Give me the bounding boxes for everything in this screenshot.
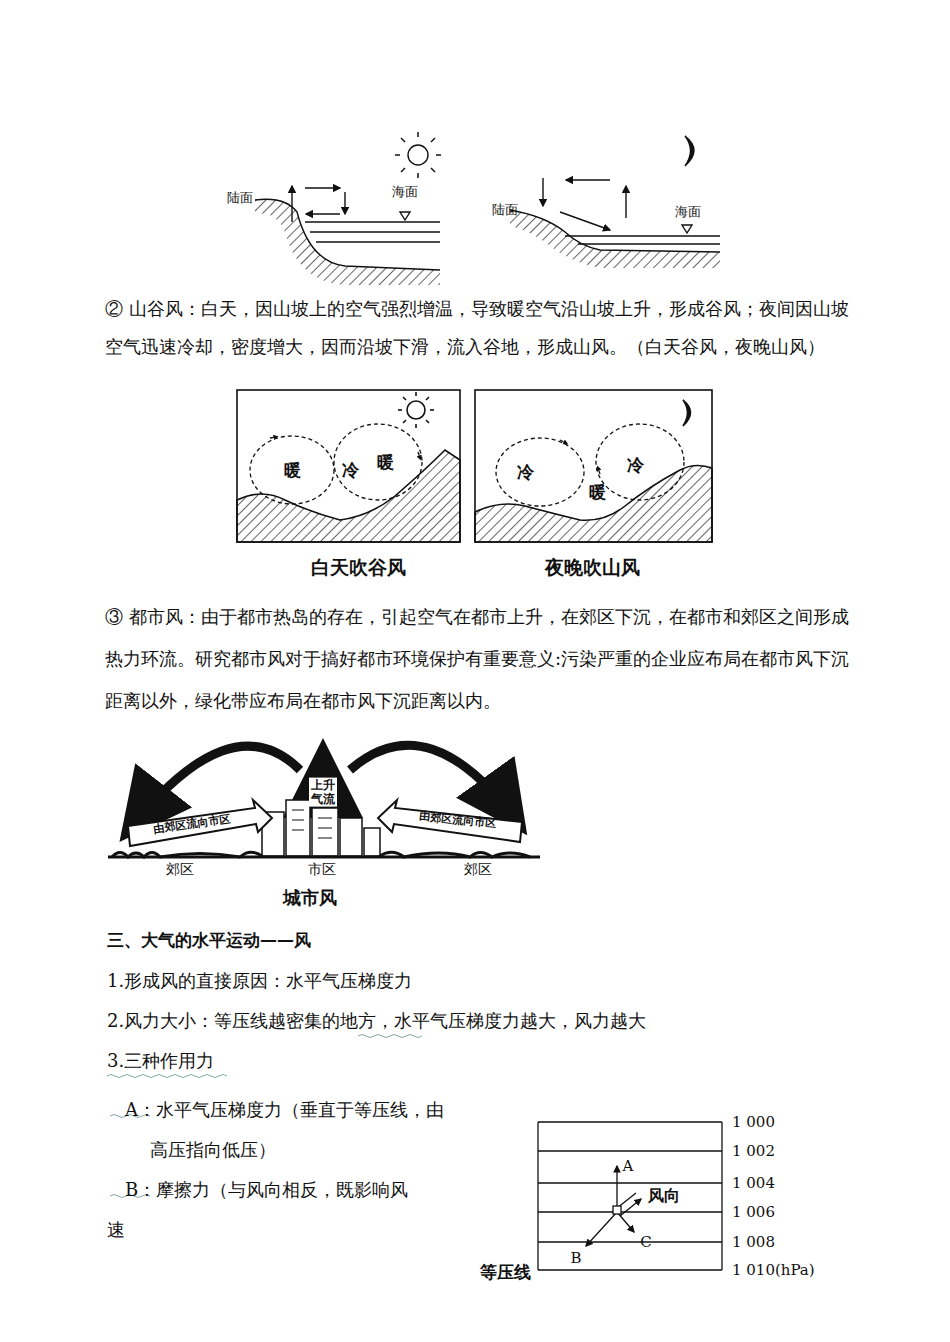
- sea-label: 海面: [675, 204, 701, 220]
- isobar-value: 1 000: [732, 1113, 775, 1131]
- updraft-label: 上升气流: [309, 778, 337, 807]
- isobar-caption: 等压线: [480, 1262, 531, 1282]
- force-label: C: [640, 1233, 651, 1251]
- valley-wind-panel: [237, 390, 460, 542]
- land-label: 陆面: [227, 190, 253, 206]
- air-label: 暖: [284, 460, 301, 480]
- isobar-value: 1 006: [732, 1203, 775, 1221]
- sea-breeze-day: [255, 132, 441, 285]
- figure-caption: 白天吹谷风: [311, 556, 406, 579]
- figure-caption: 夜晚吹山风: [545, 556, 640, 579]
- air-label: 冷: [627, 455, 644, 475]
- isobar-value: 1 010(hPa): [732, 1261, 815, 1279]
- isobar-figure: [538, 1122, 722, 1270]
- city-wind-figure: [108, 745, 540, 857]
- section-heading: 三、大气的水平运动——风: [107, 930, 311, 950]
- isobar-value: 1 008: [732, 1233, 775, 1251]
- text-line: 2.风力大小：等压线越密集的地方，水平气压梯度力越大，风力越大: [107, 1010, 646, 1032]
- air-label: 暖: [377, 452, 394, 472]
- text-line: B：摩擦力（与风向相反，既影响风速: [107, 1170, 412, 1250]
- text-line: 1.形成风的直接原因：水平气压梯度力: [107, 970, 412, 992]
- isobar-value: 1 002: [732, 1142, 775, 1160]
- text-line: A：水平气压梯度力（垂直于等压线，由高压指向低压）: [125, 1090, 457, 1170]
- area-label: 郊区: [464, 861, 492, 878]
- land-label: 陆面: [492, 202, 518, 218]
- paragraph: ③ 都市风：由于都市热岛的存在，引起空气在都市上升，在郊区下沉，在都市和郊区之间…: [105, 596, 850, 722]
- figure-caption: 城市风: [283, 887, 337, 909]
- air-label: 冷: [517, 462, 534, 482]
- land-breeze-night: [510, 136, 720, 268]
- sea-label: 海面: [392, 184, 418, 200]
- mountain-wind-panel: [475, 390, 712, 542]
- isobar-value: 1 004: [732, 1174, 775, 1192]
- wind-direction-label: 风向: [646, 1186, 682, 1205]
- area-label: 郊区: [166, 861, 194, 878]
- air-label: 冷: [342, 460, 359, 480]
- paragraph: ② 山谷风：白天，因山坡上的空气强烈增温，导致暖空气沿山坡上升，形成谷风；夜间因…: [105, 290, 850, 366]
- force-label: B: [570, 1249, 581, 1267]
- force-label: A: [623, 1157, 634, 1175]
- text-line: 3.三种作用力: [107, 1050, 214, 1072]
- air-label: 暖: [589, 482, 606, 502]
- area-label: 市区: [308, 861, 336, 878]
